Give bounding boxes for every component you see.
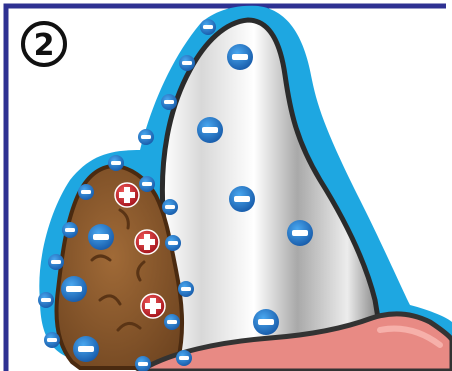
negative-ion — [197, 117, 223, 143]
negative-ion — [287, 220, 313, 246]
negative-ion — [88, 224, 114, 250]
negative-ion — [48, 254, 64, 270]
positive-ion — [115, 183, 139, 207]
positive-ion — [141, 294, 165, 318]
negative-ion — [227, 44, 253, 70]
negative-ion — [164, 314, 180, 330]
positive-ion — [135, 230, 159, 254]
negative-ion — [179, 55, 195, 71]
negative-ion — [108, 155, 124, 171]
negative-ion — [229, 186, 255, 212]
negative-ion — [176, 350, 192, 366]
negative-ion — [253, 309, 279, 335]
negative-ion — [44, 332, 60, 348]
negative-ion — [62, 222, 78, 238]
negative-ion — [165, 235, 181, 251]
negative-ion — [38, 292, 54, 308]
negative-ion — [73, 336, 99, 362]
negative-ion — [61, 276, 87, 302]
negative-ion — [139, 176, 155, 192]
negative-ion — [138, 129, 154, 145]
negative-ion — [78, 184, 94, 200]
negative-ion — [178, 281, 194, 297]
negative-ion — [161, 94, 177, 110]
negative-ion — [200, 19, 216, 35]
negative-ion — [162, 199, 178, 215]
step-number: 2 — [34, 28, 55, 63]
step-badge: 2 — [23, 23, 65, 65]
